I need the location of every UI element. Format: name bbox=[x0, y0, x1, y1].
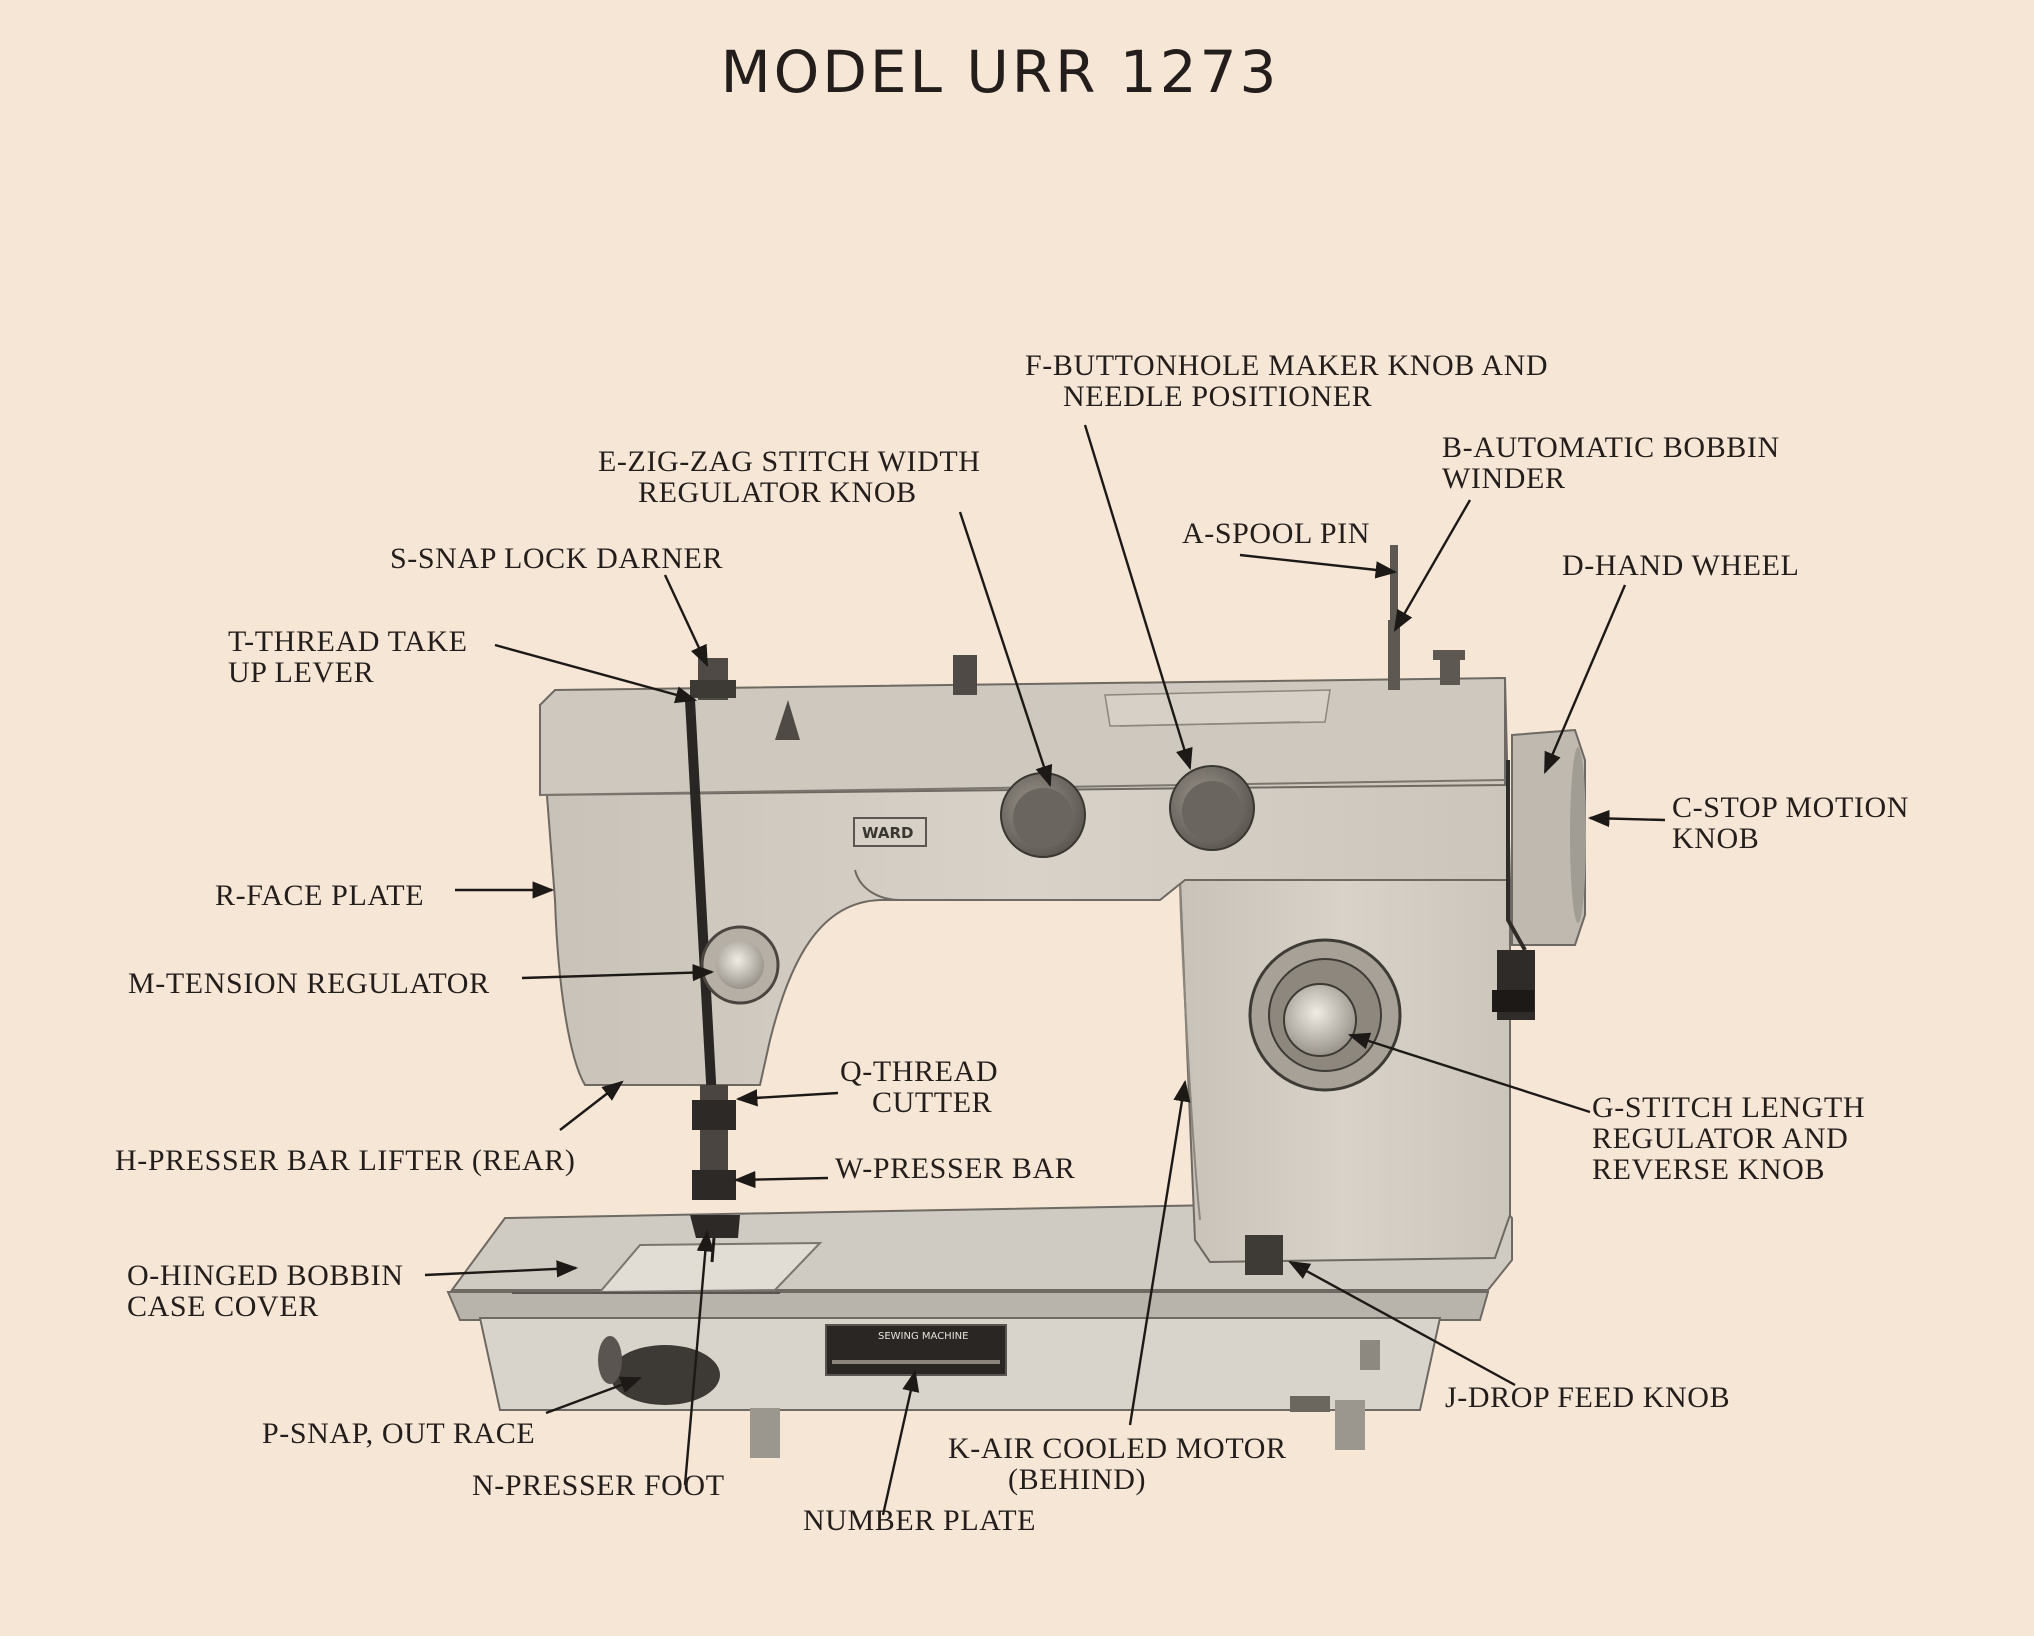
brand-badge: WARD bbox=[862, 824, 914, 842]
page-title: MODEL URR 1273 bbox=[720, 38, 1280, 106]
hand-wheel bbox=[1492, 728, 1586, 1020]
label-face-plate: R-FACE PLATE bbox=[215, 879, 425, 912]
label-tension-regulator: M-TENSION REGULATOR bbox=[128, 967, 490, 1000]
top-fittings bbox=[690, 545, 1465, 740]
machine-arm bbox=[538, 676, 1512, 1086]
label-presser-bar: W-PRESSER BAR bbox=[835, 1152, 1076, 1185]
label-presser-foot: N-PRESSER FOOT bbox=[472, 1469, 725, 1502]
label-spool-pin: A-SPOOL PIN bbox=[1182, 517, 1371, 550]
label-presser-bar-lifter: H-PRESSER BAR LIFTER (REAR) bbox=[115, 1144, 576, 1177]
label-snap-out-race: P-SNAP, OUT RACE bbox=[262, 1417, 536, 1450]
number-plate-text: SEWING MACHINE bbox=[878, 1331, 969, 1342]
label-drop-feed-knob: J-DROP FEED KNOB bbox=[1445, 1381, 1731, 1414]
label-snap-lock-darner: S-SNAP LOCK DARNER bbox=[390, 542, 724, 575]
needle-plate bbox=[512, 1241, 823, 1294]
label-number-plate: NUMBER PLATE bbox=[803, 1504, 1037, 1537]
label-hand-wheel: D-HAND WHEEL bbox=[1562, 549, 1800, 582]
number-plate-group bbox=[825, 1324, 1007, 1376]
leader-lines bbox=[424, 424, 1666, 1516]
brand-badge-group bbox=[853, 817, 927, 847]
needle-bar-assembly bbox=[685, 699, 740, 1263]
label-air-cooled-motor: K-AIR COOLED MOTOR(BEHIND) bbox=[948, 1432, 1287, 1496]
